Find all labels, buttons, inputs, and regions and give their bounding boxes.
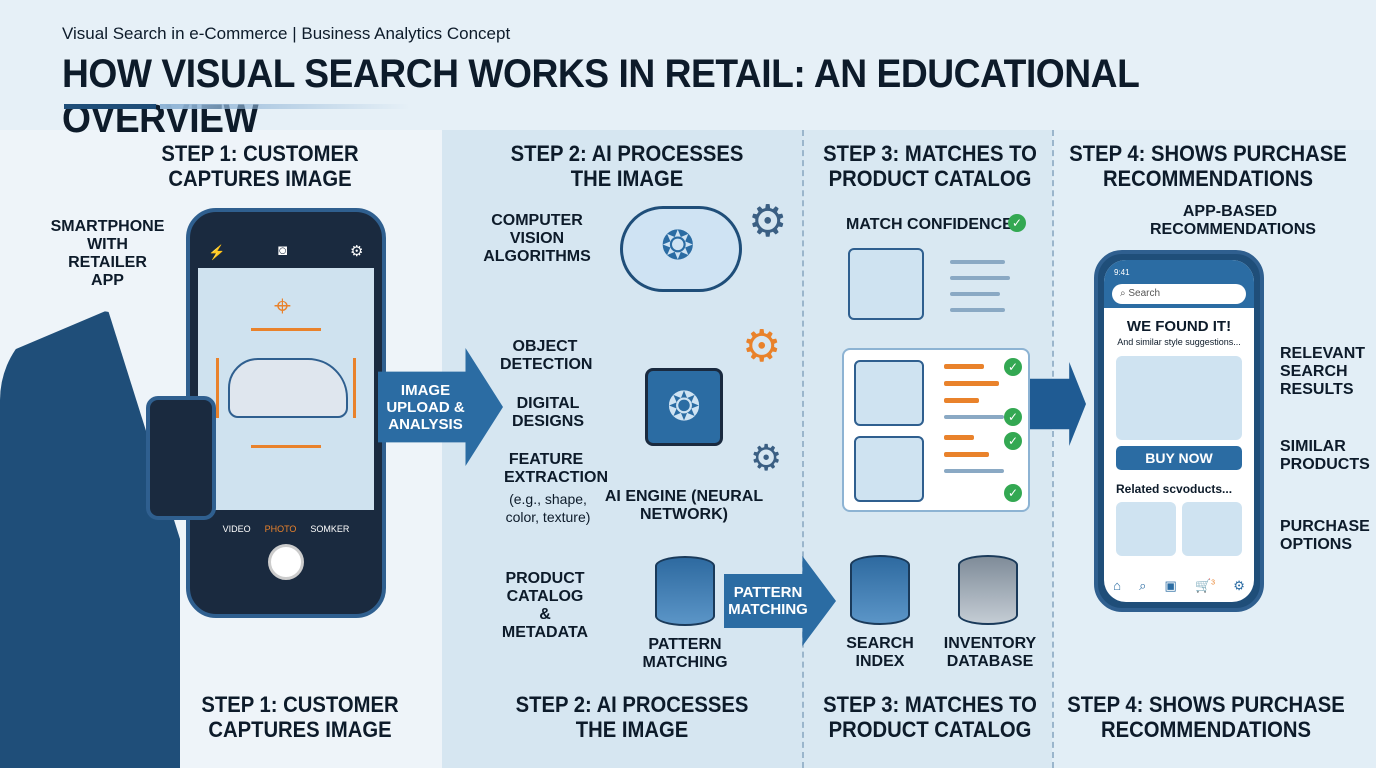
check-icon: ✓ — [1004, 484, 1022, 502]
cv-label: COMPUTER VISION ALGORITHMS — [483, 212, 591, 265]
camera-icon: ◙ — [278, 242, 288, 259]
settings-icon: ⚙ — [350, 243, 364, 260]
step4-title: STEP 4: SHOWS PURCHASE RECOMMENDATIONS — [1069, 141, 1347, 191]
check-icon: ✓ — [1008, 214, 1026, 232]
scan-icon[interactable]: ▣ — [1164, 578, 1177, 593]
object-detection-label: OBJECT DETECTION — [500, 338, 593, 373]
step1-title: STEP 1: CUSTOMER CAPTURES IMAGE — [161, 141, 359, 191]
mode-other[interactable]: SOMKER — [310, 524, 350, 534]
check-icon: ✓ — [1004, 408, 1022, 426]
home-icon[interactable]: ⌂ — [1113, 578, 1121, 593]
results-card: ✓ ✓ ✓ ✓ — [842, 348, 1030, 512]
gear-small-icon: ⚙ — [750, 437, 783, 478]
brain-icon: ❂ — [661, 224, 695, 268]
mode-video[interactable]: VIDEO — [222, 524, 251, 534]
result-shoe-1 — [854, 360, 924, 426]
gear-icon: ⚙ — [748, 197, 788, 246]
cart-icon[interactable]: 🛒3 — [1194, 578, 1216, 593]
ai-engine-label: AI ENGINE (NEURAL NETWORK) — [604, 488, 764, 523]
match-shoe-top — [848, 248, 924, 320]
ai-chip-icon: ❂ — [645, 368, 723, 446]
search-index-label: SEARCH INDEX — [846, 635, 914, 670]
focus-frame — [216, 328, 356, 448]
sneaker-image — [228, 358, 348, 418]
feature-extraction-label: FEATURE EXTRACTION — [504, 451, 608, 486]
step2-title-bottom: STEP 2: AI PROCESSES THE IMAGE — [515, 692, 749, 742]
smartphone-callout: SMARTPHONE WITH RETAILER APP — [50, 218, 165, 289]
relevant-results-label: RELEVANT SEARCH RESULTS — [1280, 345, 1366, 398]
customer-phone: ⚡ ◙ ⚙ ⌖ VIDEO PHOTO SOMKER — [186, 208, 386, 618]
check-icon: ✓ — [1004, 432, 1022, 450]
search-icon[interactable]: ⌕ — [1139, 578, 1147, 593]
digital-designs-label: DIGITAL DESIGNS — [511, 395, 584, 430]
step3-title: STEP 3: MATCHES TO PRODUCT CATALOG — [823, 141, 1037, 191]
similar-text: And similar style suggestions... — [1117, 337, 1241, 347]
title-underline — [64, 104, 156, 109]
shutter-button[interactable] — [268, 544, 304, 580]
found-heading: WE FOUND IT! — [1126, 318, 1232, 335]
check-icon: ✓ — [1004, 358, 1022, 376]
purchase-options-label: PURCHASE OPTIONS — [1280, 518, 1370, 553]
step3-title-bottom: STEP 3: MATCHES TO PRODUCT CATALOG — [823, 692, 1037, 742]
result-shoe-2 — [854, 436, 924, 502]
confidence-list — [938, 254, 1028, 312]
hand-phone — [146, 396, 216, 520]
similar-products-label: SIMILAR PRODUCTS — [1280, 438, 1370, 473]
subtitle: Visual Search in e-Commerce | Business A… — [62, 24, 511, 43]
search-placeholder: Search — [1128, 288, 1161, 299]
catalog-label: PRODUCT CATALOG & METADATA — [501, 570, 589, 641]
result-phone: 9:41 ⌕ Search WE FOUND IT! And similar s… — [1094, 250, 1264, 612]
related-heading: Related scvoducts... — [1116, 482, 1233, 496]
step1-title-bottom: STEP 1: CUSTOMER CAPTURES IMAGE — [201, 692, 399, 742]
camera-viewfinder: ⌖ — [198, 268, 374, 510]
related-product-2[interactable] — [1182, 502, 1242, 556]
gear-orange-icon: ⚙ — [742, 322, 782, 371]
mode-photo[interactable]: PHOTO — [264, 524, 297, 534]
search-input[interactable]: ⌕ Search — [1112, 284, 1246, 304]
feature-note: (e.g., shape, color, texture) — [505, 491, 591, 525]
app-based-label: APP-BASED RECOMMENDATIONS — [1150, 203, 1316, 238]
target-icon: ⌖ — [274, 290, 291, 323]
page-title: HOW VISUAL SEARCH WORKS IN RETAIL: AN ED… — [62, 52, 1139, 141]
status-time: 9:41 — [1114, 268, 1130, 277]
related-product-1[interactable] — [1116, 502, 1176, 556]
cart-badge: 3 — [1211, 579, 1216, 587]
result-shoe-image[interactable] — [1116, 356, 1242, 440]
settings-icon[interactable]: ⚙ — [1233, 578, 1245, 593]
cloud-icon: ❂ — [620, 206, 742, 292]
buy-now-button[interactable]: BUY NOW — [1116, 446, 1242, 470]
match-confidence-label: MATCH CONFIDENCE — [846, 216, 1013, 233]
inventory-label: INVENTORY DATABASE — [943, 635, 1037, 670]
search-index-icon — [850, 555, 910, 625]
flash-icon: ⚡ — [208, 244, 226, 260]
step2-title: STEP 2: AI PROCESSES THE IMAGE — [510, 141, 744, 191]
pattern-database-icon — [655, 556, 715, 626]
pattern-db-label: PATTERN MATCHING — [642, 636, 728, 671]
step4-title-bottom: STEP 4: SHOWS PURCHASE RECOMMENDATIONS — [1067, 692, 1345, 742]
title-underline-fade — [160, 104, 410, 109]
inventory-database-icon — [958, 555, 1018, 625]
